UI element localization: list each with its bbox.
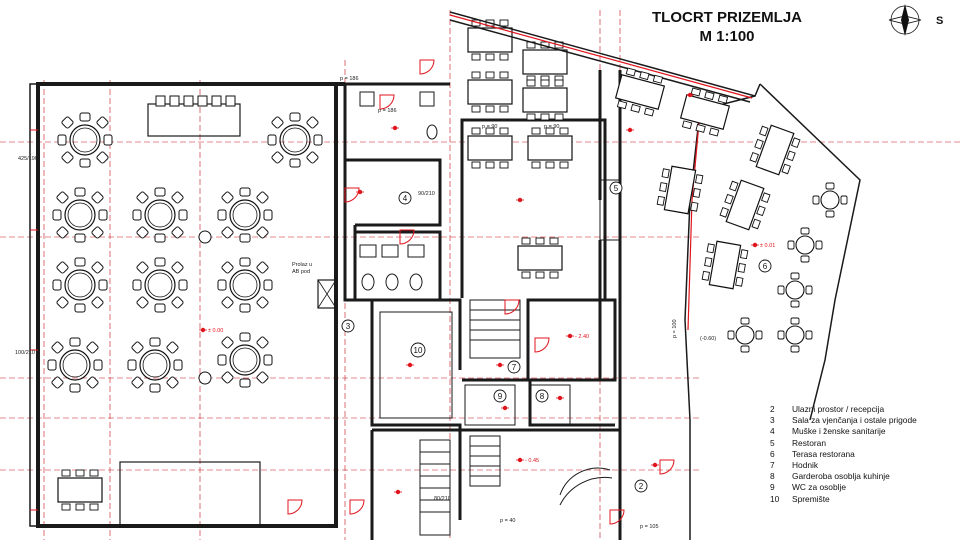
- legend-num: 5: [770, 437, 775, 448]
- plan-title: TLOCRT PRIZEMLJA M 1:100: [612, 8, 842, 46]
- legend-label: Hodnik: [792, 460, 819, 471]
- terrace-red: [449, 14, 753, 331]
- legend-num: 9: [770, 482, 775, 493]
- room-legend: 2 Ulazni prostor / recepcija 3 Sala za vje…: [770, 404, 960, 505]
- dim-window-left: 425/190: [18, 156, 38, 162]
- legend-num: 7: [770, 460, 775, 471]
- restaurant-tables: [467, 19, 573, 279]
- level-terrace-2: (-0.60): [700, 336, 716, 342]
- plan-title-line1: TLOCRT PRIZEMLJA: [652, 9, 802, 26]
- room-marker-5: 5: [614, 184, 619, 193]
- legend-row: 3 Sala za vjenčanja i ostale prigode: [770, 415, 960, 426]
- terrace-tables: [612, 66, 802, 291]
- service-thin: [359, 91, 621, 536]
- dim-p105: p = 105: [640, 524, 659, 530]
- dim-p186b: p = 186: [378, 108, 397, 114]
- dim-p90b: p = 90: [544, 124, 559, 130]
- legend-row: 8 Garderoba osoblja kuhinje: [770, 471, 960, 482]
- legend-label: WC za osoblje: [792, 482, 846, 493]
- room-marker-6: 6: [763, 262, 768, 271]
- plan-scale: M 1:100: [699, 28, 755, 45]
- legend-row: 9 WC za osoblje: [770, 482, 960, 493]
- dim-door-bottom: 80/210: [434, 496, 451, 502]
- legend-label: Muške i ženske sanitarije: [792, 426, 886, 437]
- legend-row: 7 Hodnik: [770, 460, 960, 471]
- legend-label: Ulazni prostor / recepcija: [792, 404, 885, 414]
- legend-label: Sala za vjenčanja i ostale prigode: [792, 415, 917, 426]
- legend-num: 4: [770, 426, 775, 437]
- dim-door-left: 100/210: [15, 350, 35, 356]
- compass-letter: S: [936, 15, 943, 27]
- legend-num: 6: [770, 448, 775, 459]
- level-main: ± 0.00: [208, 328, 223, 334]
- legend-num: 10: [770, 493, 780, 504]
- legend-num: 3: [770, 415, 775, 426]
- legend-row: 6 Terasa restorana: [770, 449, 960, 460]
- room-marker-7: 7: [512, 363, 517, 372]
- room-marker-8: 8: [540, 392, 545, 401]
- legend-row: 2 Ulazni prostor / recepcija: [770, 404, 960, 415]
- room-marker-10: 10: [414, 346, 423, 355]
- level-low: - 2.40: [575, 334, 589, 340]
- north-arrow-icon: [888, 4, 922, 36]
- round-tables: [47, 112, 323, 393]
- room-marker-9: 9: [498, 392, 503, 401]
- room-marker-3: 3: [346, 322, 351, 331]
- dim-p100: p = 100: [672, 319, 678, 338]
- annotation-prolaz: Prolaz u: [292, 262, 312, 268]
- level-neg: - 0.45: [525, 458, 539, 464]
- legend-row: 4 Muške i ženske sanitarije: [770, 426, 960, 437]
- head-table-chairs: [155, 95, 236, 107]
- legend-label: Terasa restorana: [792, 448, 855, 459]
- left-windows: [30, 129, 38, 511]
- dim-p40: p = 40: [500, 518, 515, 524]
- dim-p90a: p = 90: [482, 124, 497, 130]
- room-marker-labels: 4 3 5 6 10 7 8 9 2: [346, 184, 768, 491]
- annotation-ab-pod: AB pod: [292, 269, 310, 275]
- dim-door-wc: 90/210: [418, 191, 435, 197]
- annotations: Prolaz u AB pod ± 0.00 - 2.40 - 0.45 ± 0…: [15, 76, 775, 530]
- dim-p186: p = 186: [340, 76, 359, 82]
- legend-label: Restoran: [792, 437, 826, 448]
- legend-label: Spremište: [792, 493, 830, 504]
- legend-num: 8: [770, 471, 775, 482]
- room-markers: [341, 181, 772, 493]
- legend-row: 5 Restoran: [770, 438, 960, 449]
- hall-corner-table: [57, 469, 103, 511]
- legend-label: Garderoba osoblja kuhinje: [792, 471, 890, 482]
- level-terrace: ± 0.01: [760, 243, 775, 249]
- service-walls: [343, 70, 622, 540]
- legend-row: 10 Spremište: [770, 494, 960, 505]
- room-marker-4: 4: [403, 194, 408, 203]
- columns: [198, 230, 212, 385]
- legend-num: 2: [770, 404, 775, 414]
- hall-walls: [29, 82, 345, 528]
- room-marker-2: 2: [639, 482, 644, 491]
